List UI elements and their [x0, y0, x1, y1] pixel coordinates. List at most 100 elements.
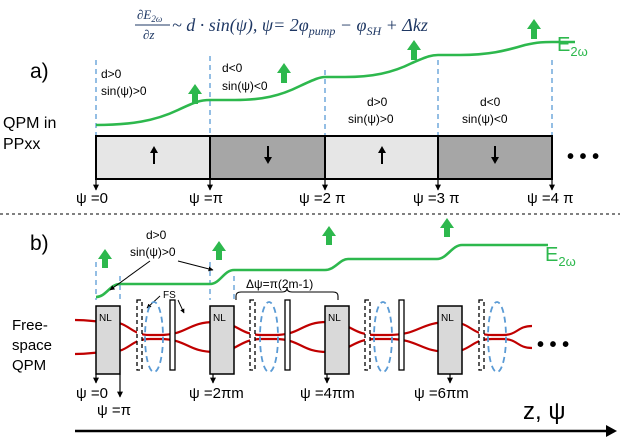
panel-a-label: a)	[30, 60, 49, 83]
tick-label-b-3: ψ =4πm	[300, 385, 355, 402]
callout-arrow-right	[177, 260, 214, 272]
panel-a-field-curve	[95, 40, 575, 127]
eq-numerator-sub: 2ω	[151, 14, 162, 24]
dispersion-plate-2	[364, 299, 371, 371]
region-1-line2: sin(ψ)<0	[222, 79, 268, 93]
z-axis-arrowhead-icon	[606, 425, 617, 437]
nl-label-0: NL	[99, 313, 112, 324]
eq-rhs-2: − φ	[335, 15, 366, 35]
region-2-line1: d>0	[367, 95, 388, 109]
nl-crystal-2	[324, 305, 350, 375]
tick-label-b-4: ψ =6πm	[414, 385, 469, 402]
panel-a-ticks: ψ =0 ψ =π ψ =2 π ψ =3 π ψ =4 π	[76, 179, 573, 207]
lens-0	[144, 301, 164, 373]
panel-a: a) QPM in PPxx E2ω d>0 sin(ψ)>0 d<0 sin(…	[3, 19, 599, 207]
green-arrow-icon	[277, 63, 291, 83]
callout-line1: d>0	[146, 228, 167, 242]
nl-crystal-0	[95, 305, 121, 375]
panel-a-output-sub: 2ω	[570, 44, 587, 59]
green-arrow-icon	[407, 40, 421, 60]
green-arrow-icon	[98, 249, 112, 268]
region-0-line2: sin(ψ)>0	[101, 84, 147, 98]
compensation-plate-1	[284, 299, 291, 371]
domain-2	[324, 135, 439, 180]
panel-a-region-notes: d>0 sin(ψ)>0 d<0 sin(ψ)<0 d>0 sin(ψ)>0 d…	[101, 61, 508, 126]
nl-crystal-3	[437, 305, 463, 375]
panel-a-crystal	[95, 135, 553, 180]
region-2-line2: sin(ψ)>0	[348, 112, 394, 126]
tick-label-b-0: ψ =0	[76, 385, 108, 402]
region-1-line1: d<0	[222, 61, 243, 75]
eq-rhs-1: ~ d · sin(ψ), ψ= 2φ	[172, 15, 309, 36]
delta-psi-label: Δψ=π(2m-1)	[246, 277, 313, 291]
nl-crystal-1	[209, 305, 235, 375]
panel-b-guides	[95, 262, 235, 300]
panel-a-output-main: E	[557, 34, 570, 56]
panel-b-output-label: E2ω	[545, 244, 576, 269]
panel-b-side-label-3: QPM	[12, 357, 46, 374]
panel-b-output-main: E	[545, 244, 558, 266]
panel-a-side-label-1: QPM in	[3, 115, 56, 132]
domain-3	[437, 135, 553, 180]
tick-label-a-3: ψ =3 π	[413, 190, 459, 207]
green-arrow-icon	[440, 218, 454, 237]
panel-b-side-label-2: space	[12, 337, 52, 354]
lens-2	[373, 301, 393, 373]
panel-a-side-label-2: PPxx	[3, 136, 40, 153]
green-arrow-icon	[212, 241, 226, 260]
callout-line2: sin(ψ)>0	[130, 245, 176, 259]
fs-arrow-2	[177, 299, 185, 314]
green-arrow-icon	[188, 84, 202, 104]
nl-label-3: NL	[441, 313, 454, 324]
lens-1	[259, 301, 279, 373]
tick-label-b-2: ψ =2πm	[189, 385, 244, 402]
region-3-line1: d<0	[480, 95, 501, 109]
lens-3	[487, 301, 507, 373]
tick-label-a-1: ψ =π	[189, 190, 223, 207]
panel-b-ticks: ψ =0 ψ =π ψ =2πm ψ =4πm ψ =6πm	[76, 374, 469, 419]
eq-denominator: ∂z	[143, 27, 154, 42]
panel-b-ellipsis: • • •	[537, 334, 569, 356]
eq-rhs-sub-1: pump	[308, 24, 336, 38]
tick-label-a-0: ψ =0	[76, 190, 108, 207]
tick-label-a-4: ψ =4 π	[527, 190, 573, 207]
dispersion-plate-0	[136, 299, 143, 371]
domain-down-arrow-icon	[264, 146, 272, 164]
domain-down-arrow-icon	[491, 146, 499, 164]
compensation-plate-0	[169, 299, 176, 371]
callout-arrow-left	[109, 260, 151, 291]
panel-b-label: b)	[30, 232, 49, 255]
optical-train: NL NL NL NL	[74, 299, 533, 375]
delta-psi-bracket	[235, 287, 339, 300]
panel-b-output-sub: 2ω	[558, 254, 575, 269]
tick-label-a-2: ψ =2 π	[299, 190, 345, 207]
equation: ∂E2ω ∂z ~ d · sin(ψ), ψ= 2φpump − φSH + …	[135, 7, 428, 42]
green-arrow-icon	[322, 226, 336, 245]
panel-a-guides	[95, 56, 553, 136]
fs-label: FS	[163, 290, 176, 301]
compensation-plate-2	[398, 299, 405, 371]
panel-a-arrows	[188, 19, 541, 104]
domain-up-arrow-icon	[378, 146, 386, 164]
dispersion-plate-3	[478, 299, 485, 371]
green-arrow-icon	[527, 19, 541, 39]
z-axis-label: z, ψ	[523, 398, 565, 425]
tick-label-b-1: ψ =π	[97, 402, 131, 419]
svg-text:∂E2ω: ∂E2ω	[137, 7, 162, 24]
beam-lower-edge	[74, 337, 533, 356]
panel-b-side-label-1: Free-	[12, 317, 48, 334]
beam-upper-edge	[74, 318, 533, 337]
dispersion-plate-1	[249, 299, 256, 371]
nl-label-1: NL	[213, 313, 226, 324]
panel-a-output-label: E2ω	[557, 34, 588, 59]
eq-rhs-3: + Δkz	[381, 15, 428, 35]
domain-up-arrow-icon	[150, 146, 158, 164]
svg-text:~ d · sin(ψ), ψ= 2φpump − φSH: ~ d · sin(ψ), ψ= 2φpump − φSH + Δkz	[172, 15, 428, 38]
panel-b-arrows	[98, 218, 454, 268]
nl-label-2: NL	[328, 313, 341, 324]
eq-numerator: ∂E	[137, 7, 151, 22]
panel-a-ellipsis: • • •	[567, 146, 599, 168]
region-0-line1: d>0	[101, 67, 122, 81]
